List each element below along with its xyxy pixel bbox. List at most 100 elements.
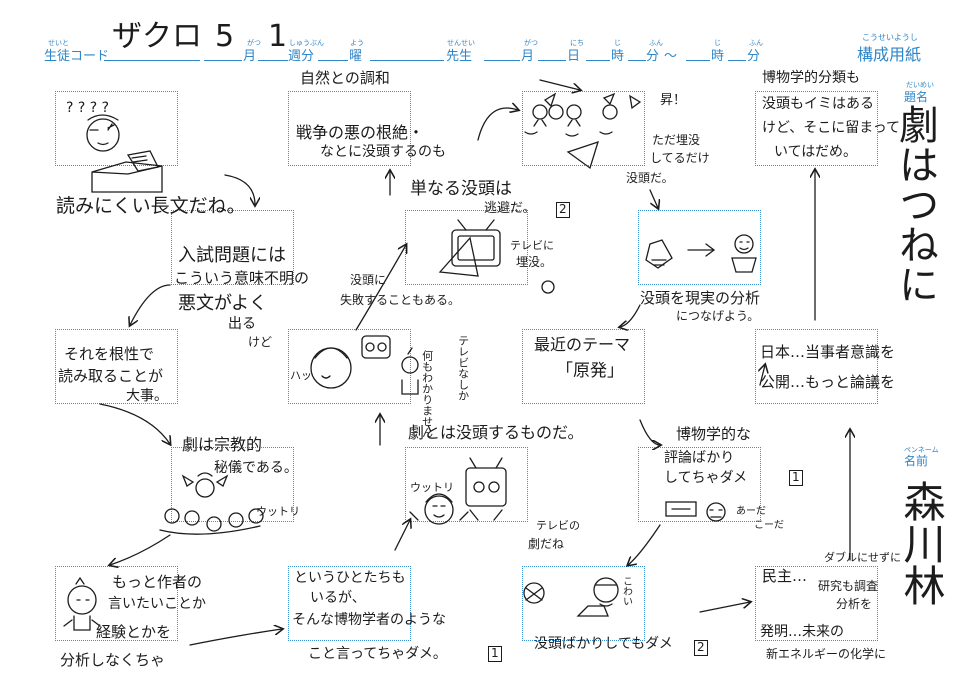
cell-text-appears: 出る — [228, 316, 256, 332]
grid-cell-r2c2 — [171, 210, 294, 285]
cell-text-drama-religious: 劇は宗教的 — [182, 435, 263, 454]
cell-text-blah: あーだ — [736, 506, 766, 517]
grid-cell-r4c4 — [405, 447, 528, 522]
cell-text-entrance-exam: 入試問題には — [178, 245, 286, 266]
cell-text-recent-theme: 最近のテーマ — [534, 335, 631, 354]
month-label: 月 — [243, 49, 257, 64]
cell-text-no-tv: テレビなしか — [456, 335, 470, 401]
cell-text-exist: いるが、 — [310, 590, 366, 606]
minute2-line — [728, 60, 746, 61]
cell-text-stop-it: してちゃダメ — [664, 470, 748, 486]
cell-text-war: 戦争の悪の根絶・ — [296, 123, 425, 142]
month-ruby: がつ — [247, 39, 261, 47]
cell-text-debate: 公開…もっと論議を — [760, 373, 896, 391]
week-label: 週分 — [288, 49, 315, 64]
cell-num-only-immersion: 2 — [694, 640, 708, 656]
day-line — [318, 60, 348, 61]
month-value: 5 — [215, 19, 235, 54]
day-label: 曜 — [349, 49, 363, 64]
cell-text-research: 研究も調査 — [818, 579, 879, 593]
grid-cell-r1c5 — [522, 91, 645, 166]
hour-label: 時 — [611, 49, 625, 64]
hour-line — [586, 60, 610, 61]
cell-text-but: けど — [248, 335, 273, 349]
cell-text-those-people: というひとたちも — [294, 570, 406, 586]
grid-cell-r4c6 — [638, 447, 761, 522]
date-month-line — [484, 60, 520, 61]
student-code-line — [104, 60, 200, 61]
cell-text-experiences: 経験とかを — [96, 623, 172, 641]
grid-cell-r2c6 — [638, 210, 761, 285]
day-ruby: よう — [350, 39, 364, 47]
cell-text-fail: 失敗することもある。 — [340, 293, 461, 307]
cell-text-entranced-b: ウットリ — [410, 481, 454, 494]
hour2-label: 時 — [711, 49, 725, 64]
cell-text-immersion: なとに没頭するのも — [320, 144, 446, 160]
minute-line — [628, 60, 646, 61]
title-label: 題名 — [904, 90, 929, 104]
cell-text-lets-connect: につなげよう。 — [676, 309, 760, 323]
name-label: 名前 — [904, 454, 929, 468]
grid-cell-r3c5 — [522, 329, 645, 404]
minute2-label: 分 — [747, 49, 761, 64]
cell-num-escape: 2 — [556, 202, 570, 218]
cell-text-bad-writing: 悪文がよく — [178, 293, 268, 314]
date-month-ruby: がつ — [524, 39, 538, 47]
cell-text-guts: それを根性で — [64, 345, 155, 363]
cell-text-nothing: 何もわかりません — [420, 350, 434, 438]
date-day-label: 日 — [567, 49, 581, 64]
grid-cell-r3c3 — [288, 329, 411, 404]
cell-text-new-energy: 新エネルギーの化学に — [766, 647, 887, 661]
cell-text-immersion-label: 没頭に — [350, 273, 387, 287]
grid-cell-r3c7 — [755, 329, 878, 404]
hour2-line — [686, 60, 710, 61]
cell-text-secret-rite: 秘儀である。 — [214, 460, 298, 476]
cell-text-harmony: 自然との調和 — [300, 69, 390, 87]
cell-num-stop-it: 1 — [789, 470, 803, 486]
cell-text-unclear: こういう意味不明の — [174, 269, 310, 287]
minute-ruby: ふん — [649, 39, 663, 47]
cell-text-just-buried: ただ埋没 — [652, 133, 701, 147]
week-ruby: しゅうぶん — [289, 39, 324, 47]
cell-text-analysis: 分析を — [836, 597, 873, 611]
cell-text-nuclear: 「原発」 — [556, 361, 624, 381]
grid-cell-r1c7 — [755, 91, 878, 166]
cell-text-authors: もっと作者の — [112, 573, 203, 591]
cell-text-read-it: 読み取ることが — [58, 367, 164, 385]
form-title: 構成用紙 — [857, 45, 922, 64]
teacher-label: 先生 — [446, 49, 473, 64]
cell-text-to-tv: テレビに — [510, 239, 554, 252]
cell-text-stay: けど、そこに留まって — [762, 120, 901, 136]
cell-text-hard-to-read: 読みにくい長文だね。 — [56, 195, 246, 217]
week-line — [258, 60, 288, 61]
cell-text-escape: 逃避だ。 — [484, 201, 536, 216]
cell-text-doing-it: してるだけ — [650, 151, 710, 165]
cell-text-museum-like: 博物学的な — [676, 425, 752, 443]
grid-cell-r1c3 — [288, 91, 411, 166]
cell-text-scary: こわい — [620, 576, 632, 606]
cell-text-important: 大事。 — [126, 388, 168, 404]
student-code-ruby: せいと — [48, 39, 69, 47]
cell-text-cheer: 昇！ — [660, 93, 687, 108]
teacher-line — [370, 60, 444, 61]
time-range-tilde: ～ — [664, 49, 678, 64]
cell-text-tv-of: テレビの — [536, 519, 580, 532]
student-code-label: 生徒コード — [44, 49, 110, 64]
cell-text-drama-isnt-it: 劇だね — [528, 537, 565, 551]
cell-text-its-immersion: 没頭だ。 — [626, 171, 674, 185]
minute2-ruby: ふん — [749, 39, 763, 47]
hour2-ruby: じ — [714, 39, 721, 47]
cell-text-dont-say: こと言ってちゃダメ。 — [308, 646, 447, 662]
grid-cell-r5c7 — [755, 566, 878, 641]
date-day-line — [538, 60, 566, 61]
cell-text-buried: 埋没。 — [516, 255, 553, 269]
grid-cell-r5c3 — [288, 566, 411, 641]
cell-text-entranced-a: ウットリ — [256, 505, 300, 518]
cell-text-mere-immersion: 単なる没頭は — [410, 179, 512, 199]
cell-text-awareness: 日本…当事者意識を — [760, 343, 896, 361]
cell-text-wants-to-say: 言いたいことか — [108, 596, 206, 612]
cell-num-dont-say: 1 — [488, 646, 502, 662]
week-value: 1 — [268, 19, 288, 54]
hour-ruby: じ — [614, 39, 621, 47]
date-day-ruby: にち — [570, 39, 584, 47]
